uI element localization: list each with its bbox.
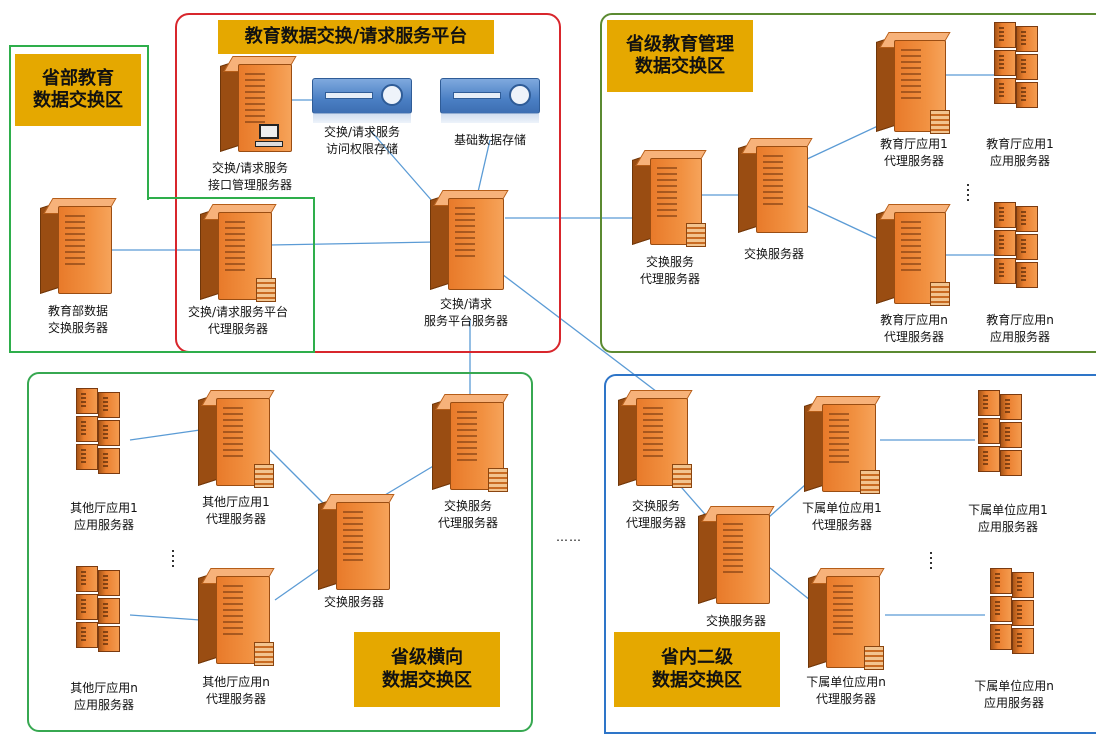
label-sec-app1-proxy: 下属单位应用1 代理服务器 [802,501,882,532]
link [129,429,201,441]
server-rack-icon [988,202,1048,310]
pc-icon [255,124,283,148]
label-sec-appn-proxy: 下属单位应用n 代理服务器 [806,675,886,706]
label-edu-exchange: 交换服务器 [743,247,805,261]
link [269,241,436,246]
label-sec-proxy: 交换服务 代理服务器 [625,499,687,530]
firewall-icon [686,223,706,247]
server-icon [430,190,509,290]
link [369,129,441,211]
link [804,124,881,161]
label-hz-appn-proxy: 其他厅应用n 代理服务器 [202,675,270,706]
server-icon [40,198,117,294]
label-edu-appn-proxy: 教育厅应用n 代理服务器 [880,313,948,344]
server-icon [738,138,813,233]
label-sec-app1-server: 下属单位应用1 应用服务器 [968,503,1048,534]
firewall-icon [254,642,274,666]
moe-zone-lower [9,197,315,353]
label-hz-appn-server: 其他厅应用n 应用服务器 [70,681,138,712]
server-icon [804,396,881,494]
vertical-ellipsis [930,552,932,572]
label-edu-app1-proxy: 教育厅应用1 代理服务器 [880,137,948,168]
label-edu-appn-server: 教育厅应用n 应用服务器 [986,313,1054,344]
moe-zone-step [147,197,315,199]
label-platform-proxy: 交换/请求服务平台 代理服务器 [187,305,289,336]
storage-icon [312,78,412,123]
label-edu-proxy: 交换服务 代理服务器 [639,255,701,286]
firewall-icon [930,110,950,134]
firewall-icon [256,278,276,302]
firewall-icon [672,464,692,488]
server-rack-icon [70,566,130,666]
secondary-zone-title: 省内二级 数据交换区 [614,632,780,707]
province-edu-zone [600,13,1096,353]
link [269,449,326,506]
link [477,139,491,193]
server-rack-icon [70,388,130,488]
vertical-ellipsis [967,184,969,204]
moe-zone-right-upper [147,45,149,200]
server-icon [808,568,885,670]
firewall-icon [488,468,508,492]
server-icon [318,494,395,590]
ellipsis-mark: …… [556,530,582,544]
server-rack-icon [972,390,1032,490]
firewall-icon [254,464,274,488]
link [129,614,201,621]
link [804,204,881,241]
link [384,464,436,496]
label-hz-app1-server: 其他厅应用1 应用服务器 [70,501,138,532]
firewall-icon [930,282,950,306]
server-icon [432,394,509,492]
label-platform-server: 交换/请求 服务平台服务器 [423,297,509,328]
server-icon [198,568,275,666]
server-icon [632,150,707,247]
province-edu-zone-title: 省级教育管理 数据交换区 [607,20,753,92]
moe-zone-title: 省部教育 数据交换区 [15,54,141,126]
server-icon [876,204,951,306]
horizontal-zone-title: 省级横向 数据交换区 [354,632,500,707]
firewall-icon [864,646,884,670]
label-hz-exchange: 交换服务器 [323,595,385,609]
label-hz-app1-proxy: 其他厅应用1 代理服务器 [202,495,270,526]
label-basic-storage: 基础数据存储 [453,133,527,147]
server-rack-icon [984,568,1044,668]
vertical-ellipsis [172,550,174,570]
platform-zone-title: 教育数据交换/请求服务平台 [218,20,494,54]
server-icon [876,32,951,134]
server-icon [618,390,693,488]
label-edu-app1-server: 教育厅应用1 应用服务器 [986,137,1054,168]
firewall-icon [860,470,880,494]
server-icon [200,204,277,302]
label-sec-appn-server: 下属单位应用n 应用服务器 [974,679,1054,710]
label-sec-exchange: 交换服务器 [705,614,767,628]
label-hz-proxy: 交换服务 代理服务器 [437,499,499,530]
link [274,564,326,601]
label-moe-exchange: 教育部数据 交换服务器 [47,304,109,335]
moe-zone-top-edge [9,45,149,47]
server-icon [198,390,275,488]
label-access-storage: 交换/请求服务 访问权限存储 [323,125,401,156]
label-interface-mgmt: 交换/请求服务 接口管理服务器 [207,161,293,192]
server-rack-icon [988,22,1048,130]
platform-zone [175,13,561,353]
storage-icon [440,78,540,123]
server-icon [698,506,775,604]
